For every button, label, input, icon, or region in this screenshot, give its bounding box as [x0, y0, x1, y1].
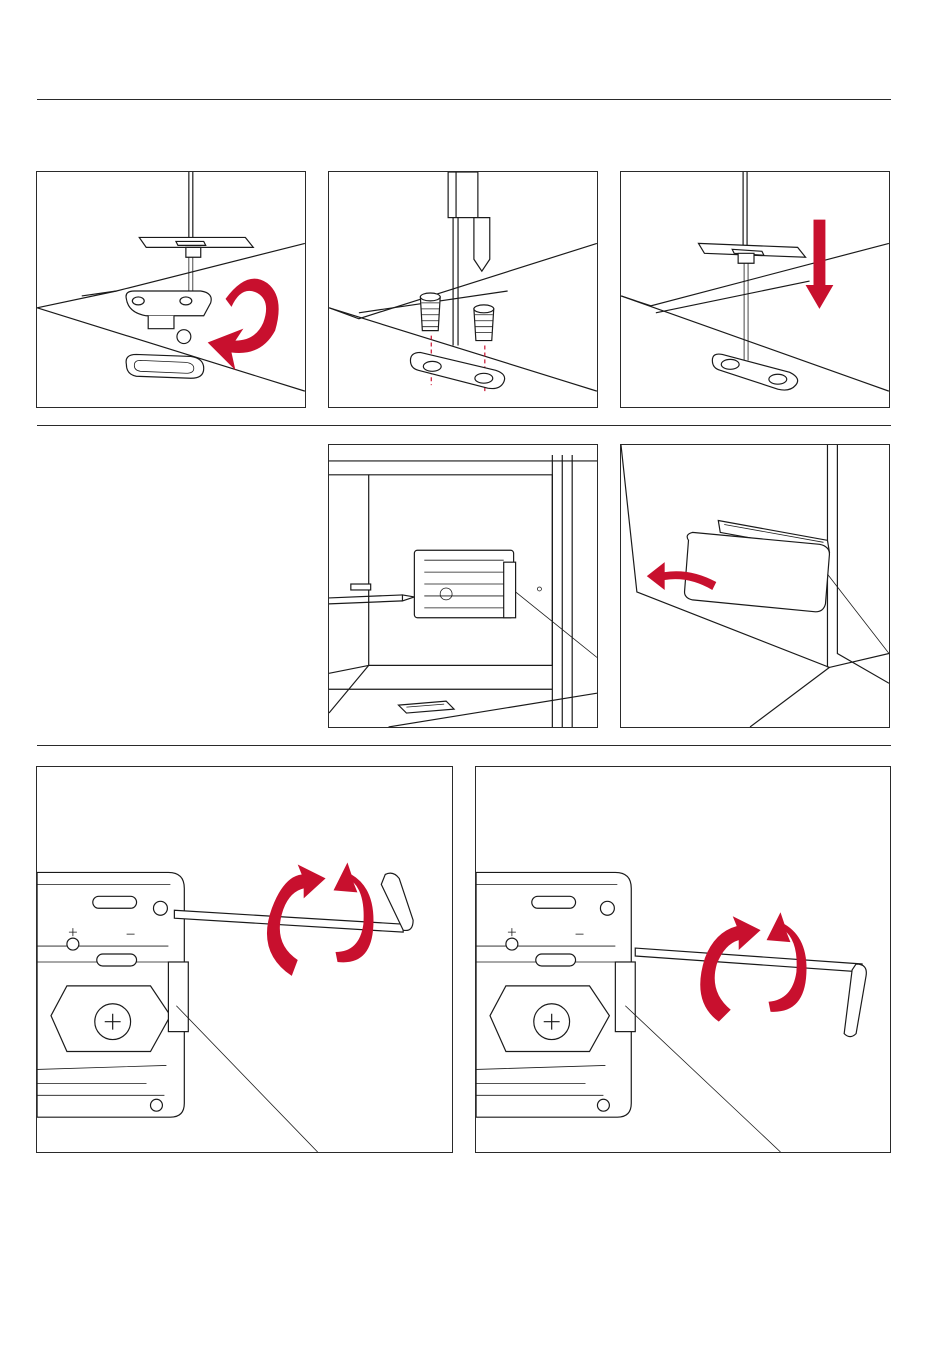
- step-panel-mount-in-cabinet: [328, 444, 598, 728]
- row1-divider: [37, 425, 891, 426]
- top-divider: [37, 99, 891, 100]
- step-panel-attach-cover: [620, 444, 890, 728]
- step-panel-insert-bracket: [36, 171, 306, 408]
- step-panel-adjust-height: [36, 766, 453, 1153]
- step-panel-press-plate-down: [620, 171, 890, 408]
- step-panel-fasten-screws: [328, 171, 598, 408]
- rotate-clockwise-arrow-icon: [208, 279, 279, 371]
- dowel-right: [474, 305, 494, 341]
- hex-key: [635, 948, 866, 1037]
- mechanism-closeup: [37, 872, 188, 1117]
- step-panel-adjust-depth: [475, 766, 891, 1153]
- screwdriver-icon: [329, 584, 414, 604]
- mechanism-closeup: [476, 872, 635, 1117]
- mechanism-plate: [414, 550, 515, 617]
- dowel-left: [420, 293, 440, 331]
- row2-divider: [37, 745, 891, 746]
